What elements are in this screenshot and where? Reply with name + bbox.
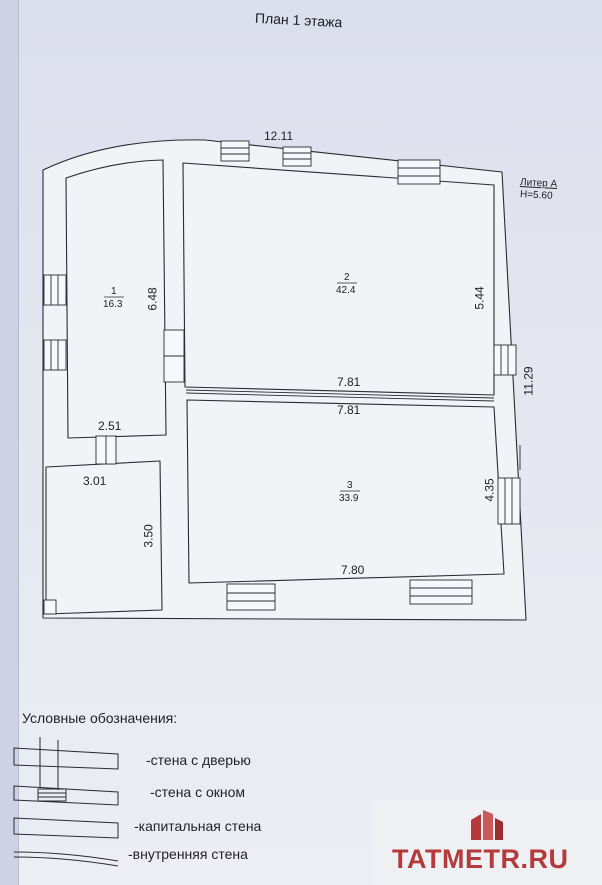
building-logo-icon (471, 810, 503, 840)
room-3-number: 3 (347, 480, 353, 491)
room-1-outline (65, 159, 167, 439)
legend-title: Условные обозначения: (22, 710, 178, 726)
dim-room1-height: 6.48 (145, 287, 160, 311)
building-liter: Литер А (519, 177, 558, 190)
dim-room3-height: 4.35 (482, 478, 497, 502)
dim-right-height: 11.29 (521, 366, 536, 396)
legend-item-interior-wall: -внутренняя стена (128, 846, 248, 862)
dim-annex-height: 3.50 (141, 524, 156, 548)
dim-partition-upper: 7.81 (337, 375, 361, 389)
room-3-outline (186, 399, 505, 584)
legend-item-window: -стена с окном (150, 784, 246, 800)
room-1-area: 16.3 (103, 299, 123, 310)
dim-partition-lower: 7.81 (337, 403, 361, 417)
room-2-outline (182, 162, 495, 396)
watermark-text: TATMETR.RU (392, 844, 569, 874)
room-2-area: 42.4 (336, 285, 356, 296)
annex-outline (45, 460, 163, 615)
dim-room2-height: 5.44 (472, 286, 487, 310)
dim-room3-width: 7.80 (341, 563, 365, 577)
windows (43, 140, 521, 611)
legend-item-door: -стена с дверью (146, 752, 251, 768)
legend-item-capital-wall: -капитальная стена (134, 818, 262, 834)
room-3-area: 33.9 (339, 493, 359, 504)
doors (43, 329, 185, 615)
room-2-number: 2 (344, 272, 350, 283)
room-1-number: 1 (111, 286, 117, 297)
legend-symbols (13, 737, 119, 867)
dim-annex-width: 3.01 (83, 474, 107, 488)
watermark: TATMETR.RU (372, 800, 602, 885)
building-height: H=5.60 (519, 189, 553, 202)
dim-room1-width: 2.51 (98, 419, 122, 433)
dim-top-width: 12.11 (264, 129, 294, 143)
